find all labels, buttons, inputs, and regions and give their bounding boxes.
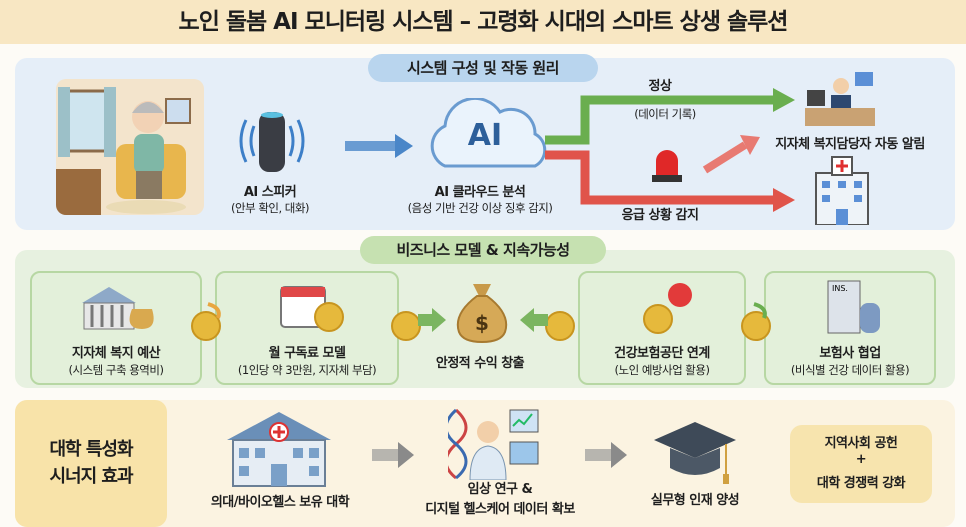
card-subscription xyxy=(215,271,399,385)
speaker-label: AI 스피커 xyxy=(243,185,297,200)
insurance-building-icon: INS. xyxy=(827,280,880,334)
card-label: 지자체 복지 예산 xyxy=(71,346,161,361)
money-bag-icon: $ xyxy=(456,284,508,344)
card-sub: (시스템 구축 용역비) xyxy=(68,363,164,377)
calendar-coin-icon xyxy=(280,286,344,332)
university-heading-line: 시너지 효과 xyxy=(49,466,133,487)
elderly-illustration xyxy=(56,79,204,215)
university-heading-box xyxy=(15,400,167,527)
business-heading: 비즈니스 모델 & 지속가능성 xyxy=(360,236,606,264)
step-label: 의대/바이오헬스 보유 대학 xyxy=(210,495,350,510)
card-sub: (비식별 건강 데이터 활용) xyxy=(790,363,910,377)
card-welfare-budget xyxy=(30,271,202,385)
emergency-label: 응급 상황 감지 xyxy=(621,208,699,223)
gray-arrow-icon xyxy=(585,442,627,468)
ai-cloud-text: AI xyxy=(467,118,503,153)
card-health-insurance xyxy=(578,271,746,385)
hospital-icon xyxy=(808,155,876,226)
step-label: 디지털 헬스케어 데이터 확보 xyxy=(425,502,575,517)
coin-icon xyxy=(741,302,771,341)
card-insurer: INS. xyxy=(764,271,936,385)
center-label: 안정적 수익 창출 xyxy=(435,356,525,371)
normal-label: 정상 xyxy=(648,79,672,94)
cloud-sub: (음성 기반 건강 이상 징후 감지) xyxy=(407,201,553,215)
result-line: 지역사회 공헌 xyxy=(824,436,898,451)
coin-heart-cycle-icon xyxy=(643,283,692,334)
card-label: 월 구독료 모델 xyxy=(268,346,346,361)
ai-speaker-icon xyxy=(232,108,312,174)
normal-sub: (데이터 기록) xyxy=(634,107,696,121)
card-sub: (노인 예방사업 활용) xyxy=(614,363,710,377)
flow-arrows xyxy=(545,88,795,212)
cloud-label: AI 클라우드 분석 xyxy=(434,185,526,200)
ins-text: INS. xyxy=(832,284,848,293)
coin-arrow-icon xyxy=(391,308,446,341)
government-building-icon xyxy=(82,287,154,330)
gray-arrow-icon xyxy=(372,442,414,468)
step-label: 실무형 인재 양성 xyxy=(650,493,740,508)
speaker-sub: (안부 확인, 대화) xyxy=(231,201,309,215)
card-label: 보험사 협업 xyxy=(819,346,881,361)
svg-text:$: $ xyxy=(475,311,489,335)
university-hospital-icon xyxy=(227,412,331,487)
blue-arrow-icon xyxy=(345,134,413,158)
ai-cloud-icon: AI xyxy=(420,96,550,170)
system-heading: 시스템 구성 및 작동 원리 xyxy=(368,54,598,82)
siren-icon xyxy=(650,145,684,185)
step-label: 임상 연구 & xyxy=(467,482,533,497)
result-line: 대학 경쟁력 강화 xyxy=(816,476,906,491)
coin-arrow-icon xyxy=(520,308,575,341)
card-sub: (1인당 약 3만원, 지자체 부담) xyxy=(237,363,377,377)
card-label: 건강보험공단 연계 xyxy=(614,346,710,361)
graduation-cap-icon xyxy=(654,422,736,484)
notify-label: 지자체 복지담당자 자동 알림 xyxy=(775,137,925,152)
result-box xyxy=(790,425,932,503)
doctor-dna-icon xyxy=(448,408,539,480)
coin-icon xyxy=(191,302,221,341)
page-title: 노인 돌봄 AI 모니터링 시스템 – 고령화 시대의 스마트 상생 솔루션 xyxy=(0,0,966,44)
university-heading-line: 대학 특성화 xyxy=(49,439,133,460)
welfare-officer-icon xyxy=(805,70,877,128)
result-line: + xyxy=(855,452,867,467)
